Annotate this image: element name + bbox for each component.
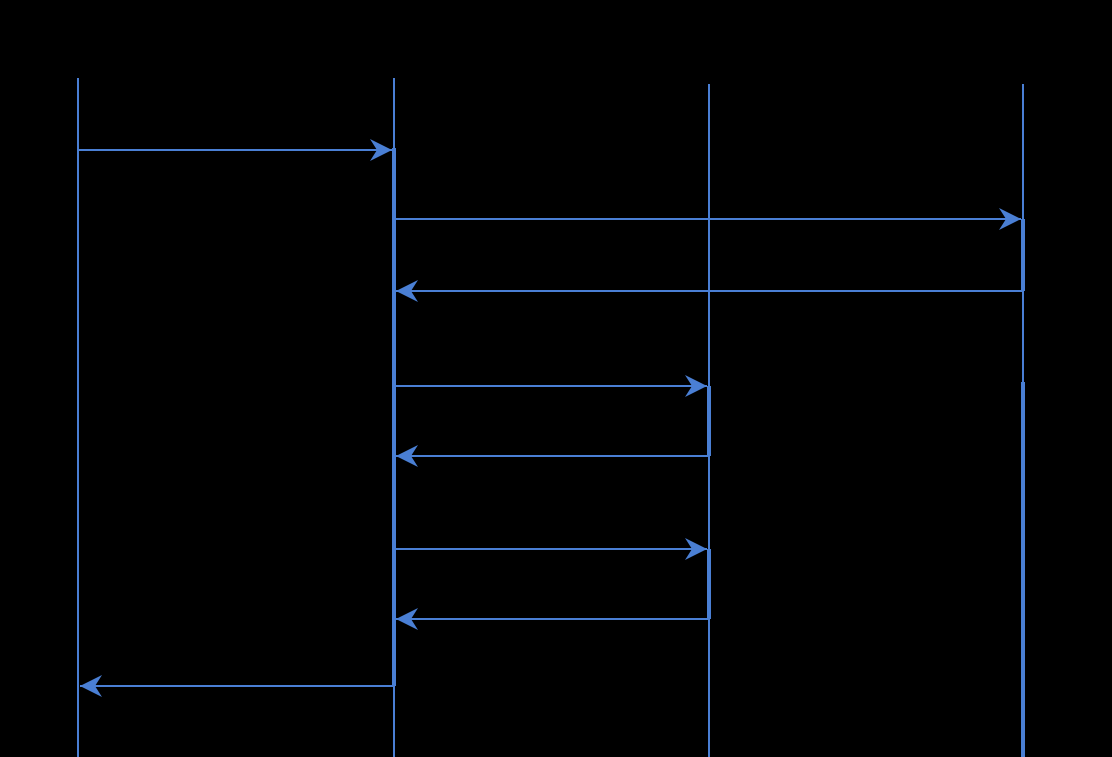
message-arrowhead-m3 xyxy=(396,280,418,302)
message-arrowhead-m4 xyxy=(685,375,707,397)
message-arrowhead-m7 xyxy=(396,608,418,630)
message-arrowhead-m1 xyxy=(370,139,392,161)
message-arrowhead-m8 xyxy=(80,675,102,697)
message-arrowhead-m6 xyxy=(685,538,707,560)
message-arrowhead-m2 xyxy=(999,208,1021,230)
messages-group xyxy=(78,139,1023,697)
message-arrowhead-m5 xyxy=(396,445,418,467)
activations-group xyxy=(392,148,1025,757)
